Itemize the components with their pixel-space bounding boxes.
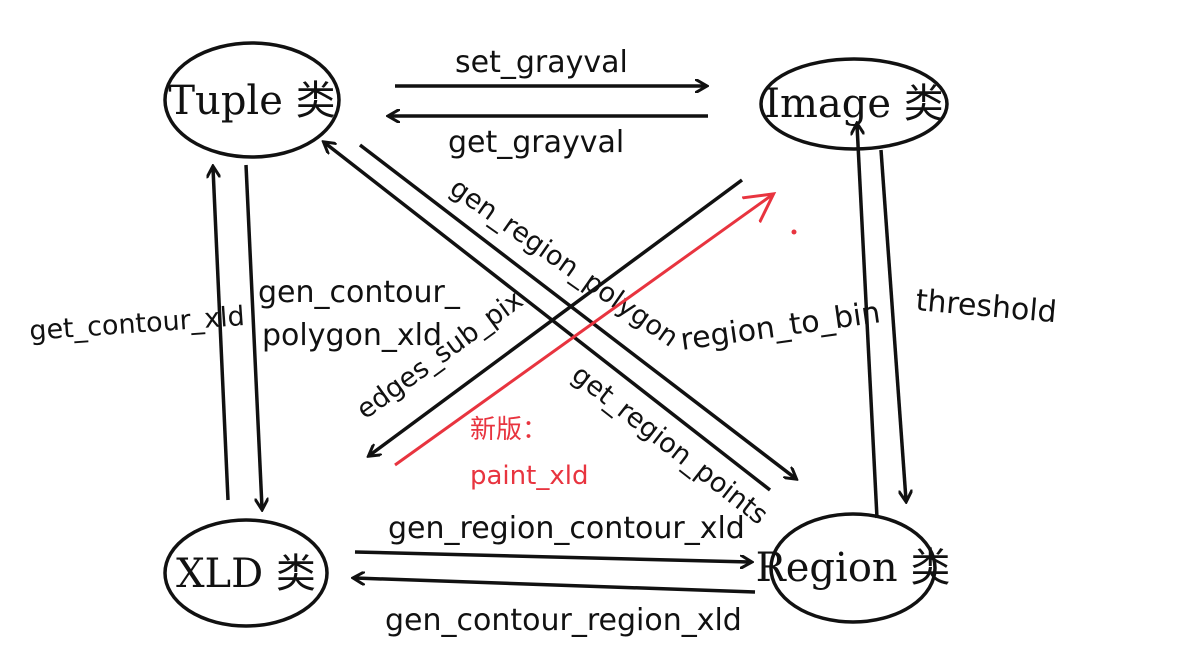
gen-contour-polygon-xld-label-line1: gen_contour_ bbox=[258, 275, 461, 310]
get-region-points-label: get_region_points bbox=[566, 359, 774, 531]
image-node-label: Image 类 bbox=[764, 81, 944, 127]
get-grayval-label: get_grayval bbox=[448, 125, 624, 160]
gen-contour-region-xld-arrow bbox=[355, 578, 756, 594]
gen-contour-polygon-xld-arrow bbox=[244, 164, 262, 508]
paint-xld-label: paint_xld bbox=[470, 461, 588, 491]
region-to-bin-arrow bbox=[857, 125, 879, 519]
get-region-points-arrow bbox=[358, 143, 795, 478]
threshold-arrow bbox=[879, 149, 906, 500]
edges-sub-pix-arrow bbox=[370, 178, 744, 455]
gen-region-contour-xld-arrow bbox=[354, 550, 750, 562]
threshold-label: threshold bbox=[914, 283, 1058, 330]
tuple-node-label: Tuple 类 bbox=[168, 78, 335, 124]
red-dot bbox=[791, 229, 797, 235]
region-to-bin-label: region_to_bin bbox=[678, 295, 882, 358]
gen-region-polygon-arrow bbox=[325, 143, 772, 492]
image-node: Image 类 bbox=[759, 57, 949, 151]
gen-region-contour-xld-label: gen_region_contour_xld bbox=[388, 511, 745, 546]
region-node: Region 类 bbox=[756, 512, 951, 624]
xld-node: XLD 类 bbox=[163, 518, 329, 628]
paint-xld-arrow bbox=[394, 195, 772, 467]
get-contour-xld-arrow bbox=[213, 168, 230, 501]
gen-contour-region-xld-label: gen_contour_region_xld bbox=[385, 603, 742, 638]
tuple-node: Tuple 类 bbox=[163, 41, 341, 159]
xld-node-label: XLD 类 bbox=[176, 551, 316, 597]
gen-contour-polygon-xld-label-line2: polygon_xld bbox=[262, 318, 442, 353]
new-version-label: 新版： bbox=[470, 415, 548, 445]
get-contour-xld-label: get_contour_xld bbox=[28, 301, 245, 347]
set-grayval-label: set_grayval bbox=[455, 45, 628, 80]
region-node-label: Region 类 bbox=[756, 545, 951, 591]
